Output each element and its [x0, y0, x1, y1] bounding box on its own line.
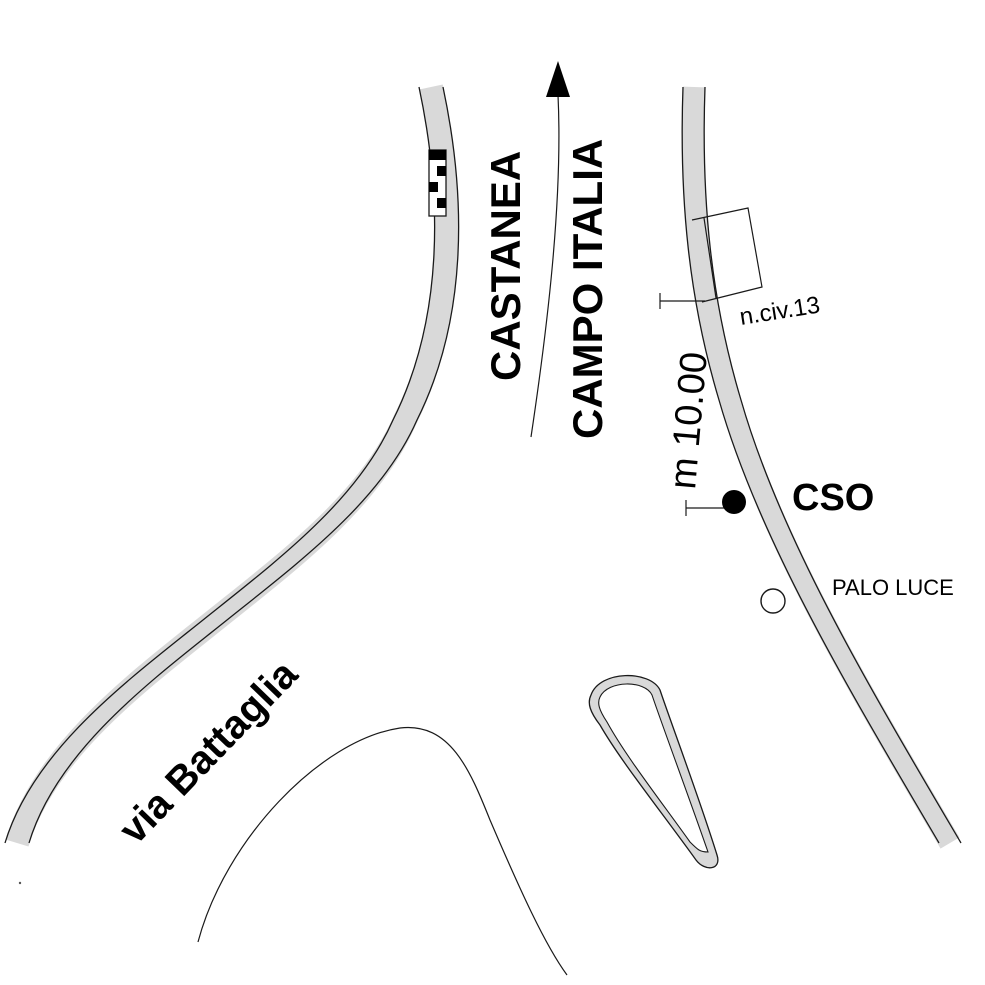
road-marker-stripes	[428, 149, 447, 217]
arrow-up-icon	[546, 61, 570, 97]
cso-marker-icon	[722, 490, 746, 514]
lower-boundary-curve	[197, 726, 568, 976]
label-house-number: n.civ.13	[738, 292, 822, 331]
palo-luce-marker-icon	[760, 588, 786, 614]
label-palo-luce: PALO LUCE	[832, 575, 954, 600]
label-castanea: CASTANEA	[482, 151, 529, 381]
label-distance: m 10.00	[662, 350, 716, 490]
direction-arrow	[530, 61, 570, 438]
traffic-island	[588, 674, 719, 869]
label-campo-italia: CAMPO ITALIA	[564, 139, 611, 439]
building-n-civ-13	[691, 207, 763, 303]
map-speck	[18, 881, 22, 885]
label-cso: CSO	[792, 477, 874, 519]
road-campo-italia	[681, 86, 962, 849]
distance-dimension	[659, 293, 730, 516]
road-via-battaglia	[4, 84, 460, 847]
